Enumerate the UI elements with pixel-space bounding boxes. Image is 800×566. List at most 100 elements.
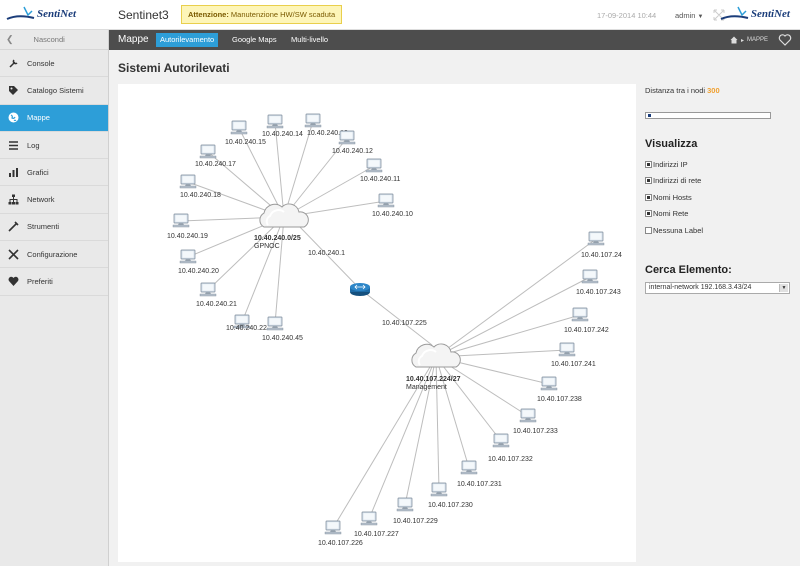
computer-icon	[338, 130, 356, 145]
breadcrumb-separator-icon: ▸	[740, 37, 744, 44]
host-node[interactable]: 10.40.240.22	[226, 314, 267, 332]
option-nomi-rete[interactable]: Nomi Rete	[645, 206, 795, 223]
sidebar-item-network[interactable]: Network	[0, 186, 108, 214]
option-nessuna-label[interactable]: Nessuna Label	[645, 222, 795, 239]
computer-icon	[377, 193, 395, 208]
host-node[interactable]: 10.40.107.233	[513, 408, 558, 435]
host-node[interactable]: 10.40.107.243	[576, 269, 621, 296]
option-label: Indirizzi IP	[653, 159, 688, 169]
section-navbar: Mappe Autorilevamento Google Maps Multi-…	[109, 30, 800, 50]
maintenance-alert[interactable]: Attenzione: Manutenzione HW/SW scaduta	[181, 5, 343, 24]
logo[interactable]: SentiNet	[6, 5, 76, 23]
host-node[interactable]: 10.40.240.20	[178, 249, 219, 275]
host-node[interactable]: 10.40.240.10	[372, 193, 413, 218]
host-node[interactable]: 10.40.240.21	[196, 282, 237, 308]
router-node[interactable]	[350, 283, 370, 296]
host-node[interactable]: 10.40.240.19	[167, 213, 208, 240]
host-node[interactable]: 10.40.107.24	[581, 231, 622, 259]
sidebar-item-console[interactable]: Console	[0, 50, 108, 78]
computer-icon	[581, 269, 599, 284]
host-node[interactable]: 10.40.107.238	[537, 376, 582, 403]
sidebar-item-label: Grafici	[27, 167, 49, 177]
globe-icon	[7, 112, 19, 124]
sidebar-item-preferiti[interactable]: Preferiti	[0, 268, 108, 296]
select-value: internal-network 192.168.3.43/24	[649, 283, 752, 291]
tag-icon	[7, 84, 19, 96]
host-node[interactable]: 10.40.107.230	[428, 482, 473, 509]
section-title: Mappe	[118, 34, 149, 45]
checkbox[interactable]	[645, 177, 652, 185]
sidebar-item-grafici[interactable]: Grafici	[0, 159, 108, 187]
map-link	[435, 238, 597, 358]
host-label: 10.40.107.24	[581, 252, 622, 259]
host-node[interactable]: 10.40.107.229	[393, 497, 438, 525]
tab-google-maps[interactable]: Google Maps	[232, 35, 277, 44]
computer-icon	[304, 113, 322, 128]
sentinet-logo-icon	[6, 6, 35, 20]
search-element-select[interactable]: internal-network 192.168.3.43/24 ▼	[645, 281, 790, 294]
slider-handle[interactable]	[648, 114, 651, 117]
computer-icon	[587, 231, 605, 246]
favorite-heart-icon[interactable]	[778, 33, 792, 47]
host-label: 10.40.240.20	[178, 268, 219, 275]
checkbox[interactable]	[645, 210, 652, 218]
sidebar-item-mappe[interactable]: Mappe	[0, 104, 108, 132]
bar-chart-icon	[7, 166, 19, 178]
computer-icon	[199, 282, 217, 297]
host-node[interactable]: 10.40.240.14	[262, 114, 303, 138]
tab-multi-livello[interactable]: Multi-livello	[291, 35, 329, 44]
host-node[interactable]: 10.40.107.227	[354, 511, 399, 538]
distance-slider[interactable]	[645, 112, 771, 119]
tab-autorilevamento[interactable]: Autorilevamento	[156, 33, 219, 47]
host-node[interactable]: 10.40.240.15	[225, 120, 266, 146]
link-label: 10.40.240.1	[308, 250, 345, 257]
map-link	[435, 276, 591, 358]
host-label: 10.40.240.21	[196, 301, 237, 308]
option-indirizzi-rete[interactable]: Indirizzi di rete	[645, 173, 795, 190]
fullscreen-icon[interactable]	[713, 9, 725, 21]
chevron-down-icon: ▼	[779, 283, 788, 292]
checkbox[interactable]	[645, 160, 652, 168]
checkbox[interactable]	[645, 193, 652, 201]
computer-icon	[519, 408, 537, 423]
host-label: 10.40.107.226	[318, 540, 363, 547]
host-label: 10.40.240.17	[195, 161, 236, 168]
host-label: 10.40.240.15	[225, 139, 266, 146]
host-node[interactable]: 10.40.240.13	[304, 113, 348, 137]
host-node[interactable]: 10.40.240.17	[195, 144, 236, 168]
sidebar-collapse-button[interactable]: ❮ Nascondi	[0, 30, 108, 50]
link-label: 10.40.107.225	[382, 320, 427, 327]
home-icon[interactable]	[730, 36, 738, 44]
host-node[interactable]: 10.40.240.18	[179, 174, 221, 199]
sidebar-item-strumenti[interactable]: Strumenti	[0, 214, 108, 242]
option-indirizzi-ip[interactable]: Indirizzi IP	[645, 156, 795, 173]
host-node[interactable]: 10.40.240.45	[262, 316, 303, 342]
user-menu[interactable]: admin ▼	[675, 11, 703, 20]
host-label: 10.40.240.14	[262, 131, 303, 138]
computer-icon	[179, 174, 197, 189]
host-label: 10.40.240.12	[332, 148, 373, 155]
host-node[interactable]: 10.40.107.242	[564, 307, 609, 334]
host-node[interactable]: 10.40.107.241	[551, 342, 596, 368]
map-link	[435, 356, 440, 491]
host-node[interactable]: 10.40.240.12	[332, 130, 373, 155]
sidebar-item-log[interactable]: Log	[0, 132, 108, 160]
host-node[interactable]: 10.40.107.226	[318, 520, 363, 547]
breadcrumb-current: MAPPE	[746, 37, 768, 43]
sidebar-item-label: Console	[27, 58, 55, 68]
wrench-icon	[7, 57, 19, 69]
host-node[interactable]: 10.40.107.232	[488, 433, 533, 463]
map-link	[241, 216, 285, 323]
host-label: 10.40.240.22	[226, 325, 267, 332]
option-nomi-hosts[interactable]: Nomi Hosts	[645, 189, 795, 206]
checkbox[interactable]	[645, 226, 652, 234]
sidebar-item-catalogo[interactable]: Catalogo Sistemi	[0, 77, 108, 105]
host-node[interactable]: 10.40.107.231	[457, 460, 502, 488]
host-node[interactable]: 10.40.240.11	[360, 158, 400, 183]
sidebar-item-configurazione[interactable]: Configurazione	[0, 241, 108, 269]
